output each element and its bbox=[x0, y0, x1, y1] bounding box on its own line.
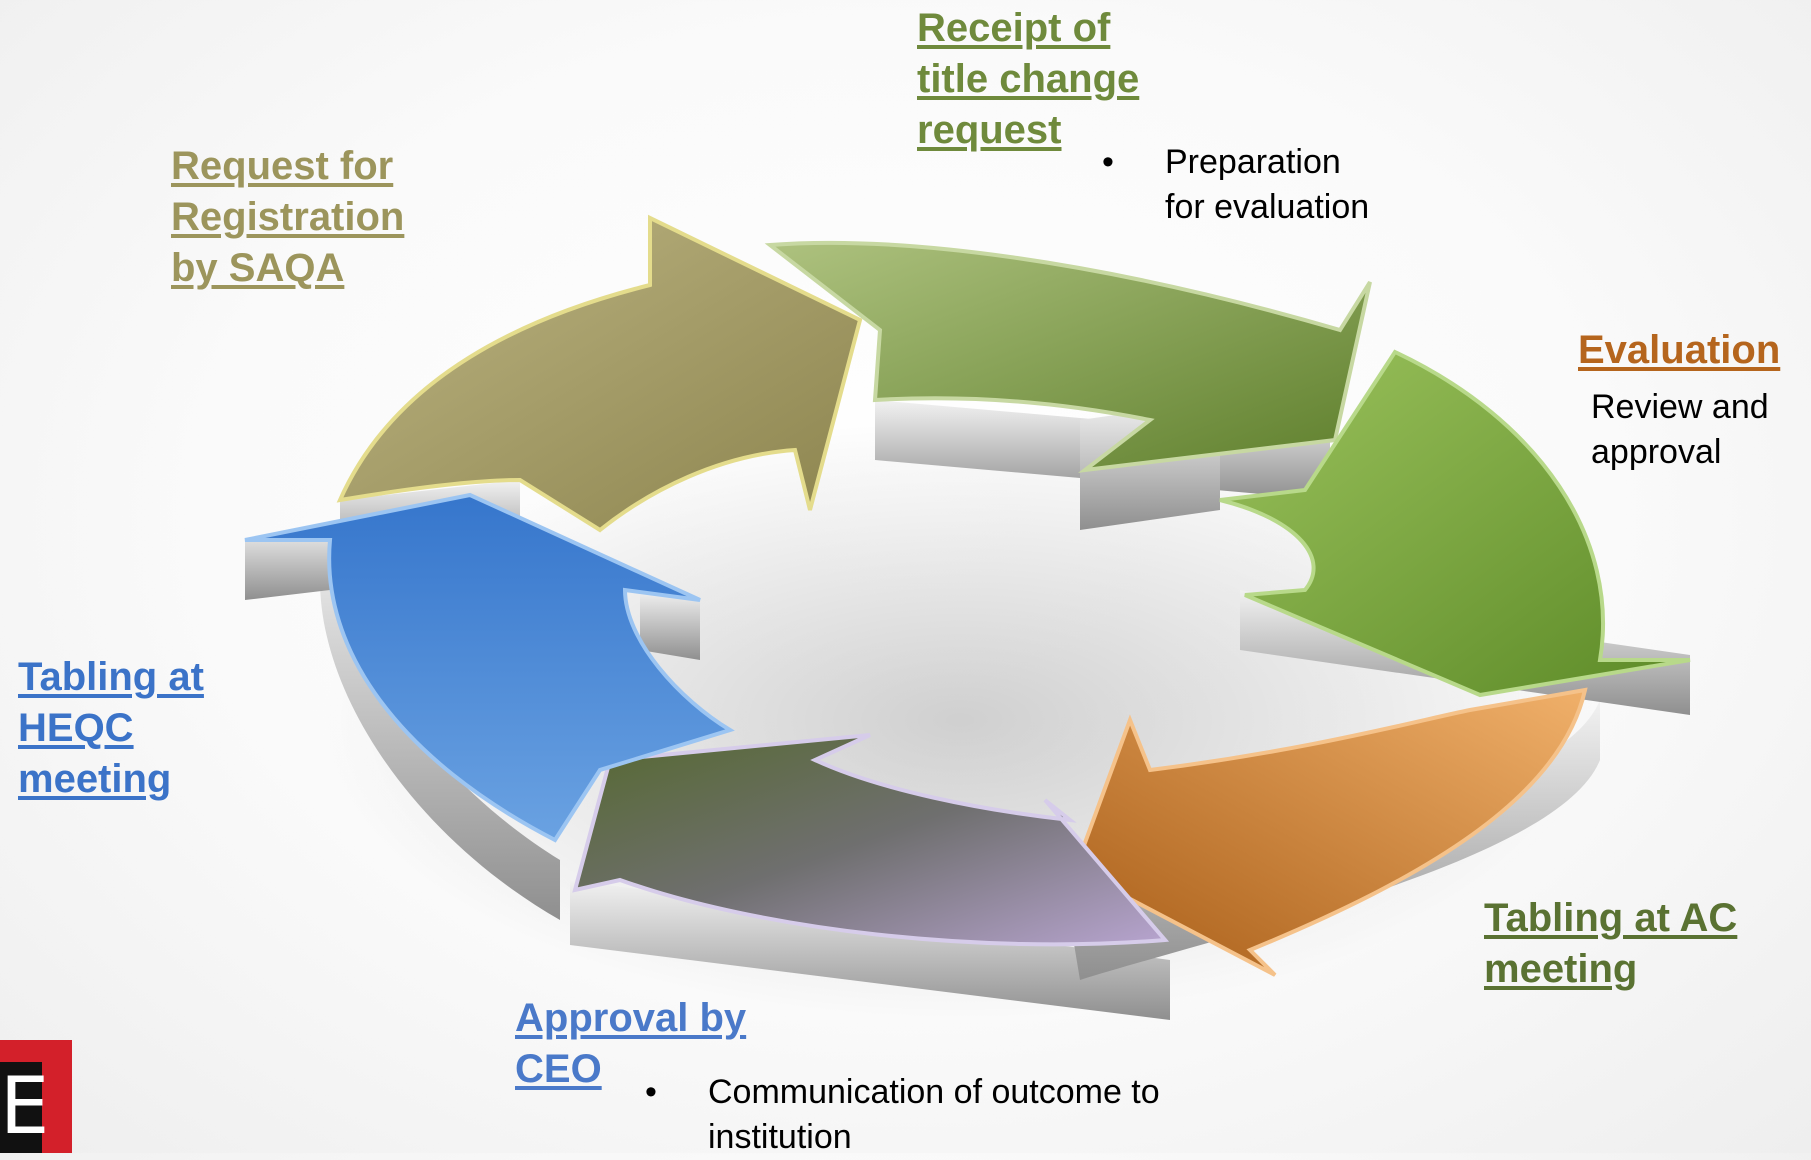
stage-note-approval-ceo: • Communication of outcome to institutio… bbox=[645, 1070, 1245, 1160]
arrow-approval-ceo bbox=[572, 733, 1170, 947]
stage-label-tabling-ac: Tabling at AC meeting bbox=[1484, 896, 1738, 991]
stage-label-evaluation: Evaluation bbox=[1578, 328, 1781, 372]
note-text: Preparation for evaluation bbox=[1165, 143, 1370, 226]
logo-letter: E bbox=[0, 1062, 50, 1152]
arrow-request-saqa bbox=[336, 214, 863, 533]
arrow-tabling-heqc bbox=[244, 492, 735, 843]
bullet-glyph: • bbox=[1102, 143, 1114, 181]
arrow-evaluation bbox=[1219, 349, 1691, 698]
stage-note-receipt: • Preparation for evaluation bbox=[1102, 140, 1432, 240]
stage-label-approval-ceo: Approval by CEO bbox=[515, 996, 747, 1091]
bullet-glyph: • bbox=[645, 1073, 657, 1111]
stage-label-receipt: Receipt of title change request bbox=[917, 6, 1140, 152]
note-text: Communication of outcome to institution bbox=[708, 1073, 1160, 1156]
brand-logo: E bbox=[0, 1040, 72, 1153]
arrow-tabling-ac bbox=[1072, 687, 1588, 977]
stage-label-request-saqa: Request for Registration by SAQA bbox=[171, 144, 405, 290]
arrow-receipt bbox=[764, 240, 1372, 473]
stage-label-tabling-heqc: Tabling at HEQC meeting bbox=[18, 655, 204, 801]
logo-dark-block bbox=[0, 1062, 42, 1153]
stage-note-evaluation: Review and approval bbox=[1591, 388, 1769, 471]
